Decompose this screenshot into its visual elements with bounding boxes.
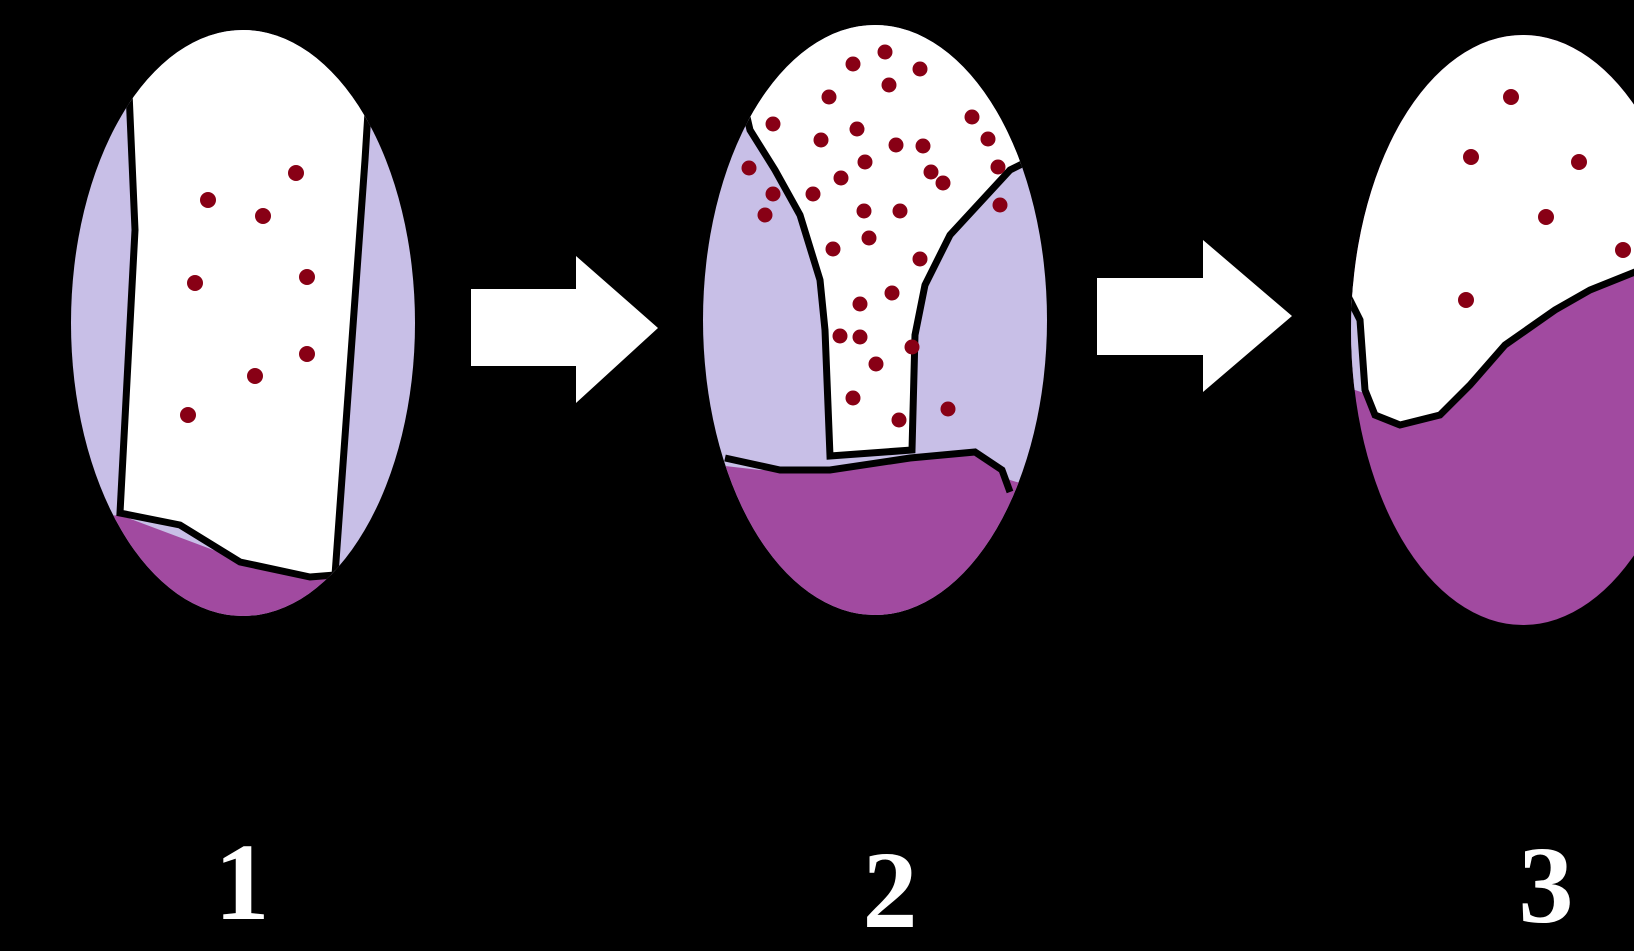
dot: [892, 413, 907, 428]
dot: [247, 368, 263, 384]
right-arrow-icon: [471, 256, 658, 403]
dot: [834, 171, 849, 186]
dot: [913, 62, 928, 77]
dot: [846, 391, 861, 406]
diagram: 1 2 3: [0, 0, 1634, 927]
dot: [858, 155, 873, 170]
dot: [853, 330, 868, 345]
dot: [758, 208, 773, 223]
dot: [882, 78, 897, 93]
dot: [869, 357, 884, 372]
dot: [878, 45, 893, 60]
dot: [965, 110, 980, 125]
dot: [742, 161, 757, 176]
stage-2-label: 2: [863, 835, 918, 945]
stage-3-label: 3: [1519, 830, 1574, 940]
dot: [822, 90, 837, 105]
dot: [846, 57, 861, 72]
dot: [916, 139, 931, 154]
dot: [814, 133, 829, 148]
dot: [993, 198, 1008, 213]
stage-1-label: 1: [215, 827, 270, 937]
dot: [180, 407, 196, 423]
dot: [1538, 209, 1554, 225]
dot: [833, 329, 848, 344]
dot: [299, 346, 315, 362]
dot: [981, 132, 996, 147]
dot: [1458, 292, 1474, 308]
dot: [766, 187, 781, 202]
stage-1-diagram: [60, 0, 440, 640]
dot: [288, 165, 304, 181]
dot: [885, 286, 900, 301]
dot: [857, 204, 872, 219]
dot: [913, 252, 928, 267]
dot: [187, 275, 203, 291]
dot: [299, 269, 315, 285]
dot: [826, 242, 841, 257]
diagram-canvas: [0, 0, 1634, 927]
stage-3-diagram: [1340, 0, 1634, 640]
dot: [1463, 149, 1479, 165]
stage-1-white-region: [120, 0, 375, 577]
dot: [850, 122, 865, 137]
dot: [1615, 242, 1631, 258]
dot: [991, 160, 1006, 175]
dot: [889, 138, 904, 153]
dot: [905, 340, 920, 355]
right-arrow-icon: [1097, 240, 1292, 392]
dot: [853, 297, 868, 312]
dot: [936, 176, 951, 191]
dot: [766, 117, 781, 132]
dot: [806, 187, 821, 202]
stage-2-diagram: [690, 0, 1070, 630]
dot: [1571, 154, 1587, 170]
dot: [893, 204, 908, 219]
dot: [862, 231, 877, 246]
dot: [941, 402, 956, 417]
dot: [255, 208, 271, 224]
dot: [200, 192, 216, 208]
dot: [924, 165, 939, 180]
dot: [1503, 89, 1519, 105]
